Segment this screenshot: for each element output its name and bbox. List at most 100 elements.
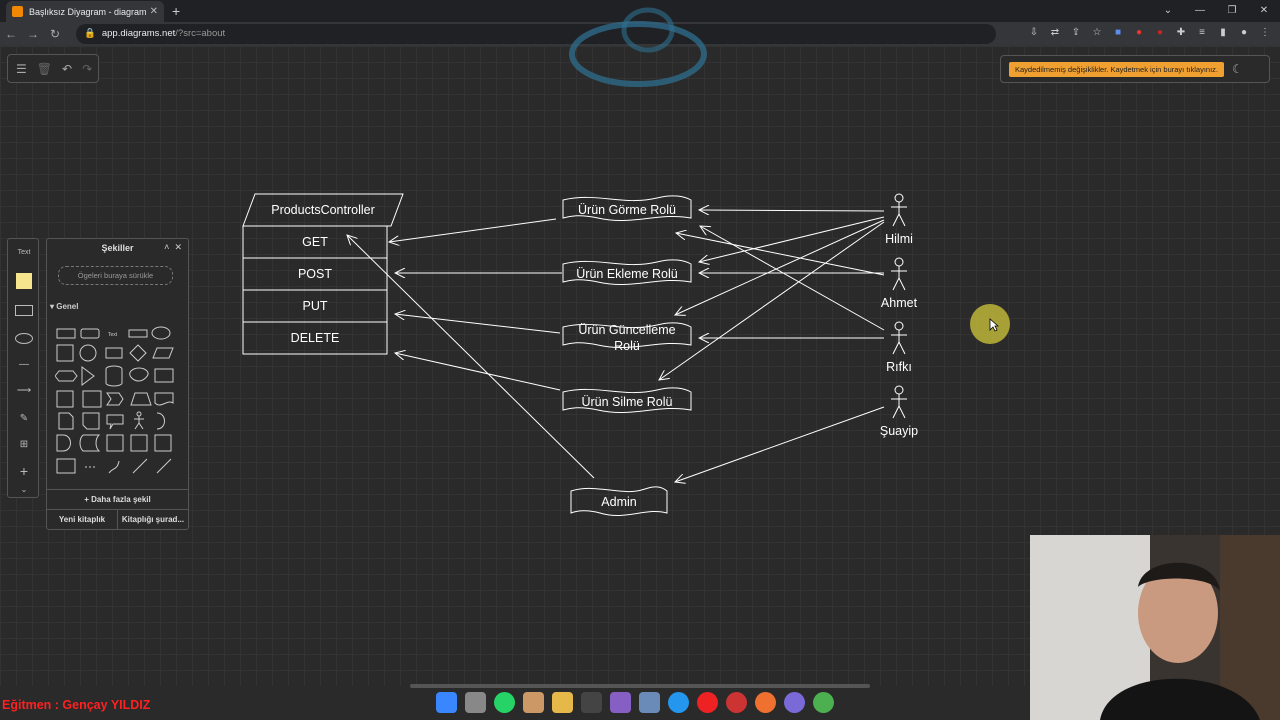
folder-icon[interactable] — [552, 692, 573, 713]
more-menu-icon[interactable]: ⋮ — [1260, 27, 1270, 38]
address-bar[interactable]: 🔒app.diagrams.net/?src=about — [76, 24, 996, 44]
arrow-hilmi-delete[interactable] — [659, 221, 885, 380]
webcam-overlay — [1030, 535, 1280, 720]
arrow-admin-to-controller[interactable] — [347, 235, 595, 479]
open-library-button[interactable]: Kitaplığı şurad... — [121, 515, 185, 524]
unsaved-notice-box: Kaydedilmemiş değişiklikler. Kaydetmek i… — [1000, 55, 1270, 83]
minimize-icon[interactable]: — — [1195, 5, 1205, 16]
visual-studio-icon[interactable] — [610, 692, 631, 713]
more-shapes-button[interactable]: + Daha fazla şekil — [47, 489, 188, 509]
reload-icon[interactable]: ↻ — [49, 27, 61, 41]
arrow-suayip-admin[interactable] — [675, 406, 885, 482]
delete-icon[interactable]: 🗑 — [36, 61, 52, 76]
share-icon[interactable]: ⇪ — [1071, 27, 1081, 38]
record-icon[interactable] — [726, 692, 747, 713]
diagram-canvas[interactable] — [0, 46, 1280, 686]
hamburger-menu-icon[interactable]: ☰ — [16, 61, 27, 76]
download-icon[interactable]: ⇩ — [1029, 27, 1039, 38]
redo-icon[interactable]: ↷ — [82, 61, 93, 76]
opera-icon[interactable] — [697, 692, 718, 713]
taskbar-icons — [436, 692, 834, 713]
ellipse-tool-icon[interactable] — [14, 333, 34, 347]
shapes-panel-title: Şekiller — [101, 243, 134, 253]
arrow-hilmi-view[interactable] — [699, 210, 885, 211]
arrow-hilmi-add[interactable] — [699, 216, 885, 262]
templates-icon[interactable]: ⊞ — [19, 439, 29, 450]
extension-blue-icon[interactable]: ■ — [1114, 27, 1122, 38]
docker-icon[interactable] — [668, 692, 689, 713]
actor-suayip-figure[interactable] — [891, 385, 907, 419]
tab-search-icon[interactable]: ⌄ — [1163, 5, 1173, 16]
new-tab-icon[interactable]: + — [172, 3, 181, 19]
role-view-shape[interactable] — [562, 195, 692, 221]
actor-hilmi-figure[interactable] — [891, 193, 907, 227]
translate-icon[interactable]: ⇄ — [1050, 27, 1060, 38]
actor-ahmet-figure[interactable] — [891, 257, 907, 291]
method-get: GET — [302, 235, 328, 249]
role-update-shape[interactable] — [562, 322, 692, 348]
add-icon[interactable]: + — [19, 463, 29, 479]
actor-rifki-figure[interactable] — [891, 321, 907, 355]
side-panel-icon[interactable]: ▮ — [1220, 27, 1226, 38]
profile-avatar-icon[interactable]: ● — [1240, 27, 1248, 38]
arrow-tool-icon[interactable]: ⟶ — [16, 385, 32, 396]
shape-palette[interactable]: Text — [55, 321, 181, 481]
back-icon[interactable]: ← — [5, 27, 17, 41]
role-delete-label: Ürün Silme Rolü — [581, 395, 673, 409]
delete-method-box[interactable] — [242, 321, 388, 355]
close-window-icon[interactable]: ✕ — [1259, 5, 1269, 16]
undo-icon[interactable]: ↶ — [62, 61, 73, 76]
whatsapp-icon[interactable] — [494, 692, 515, 713]
restore-icon[interactable]: ❐ — [1227, 5, 1237, 16]
toolbar-left: ☰ 🗑 ↶ ↷ — [7, 54, 99, 83]
freehand-tool-icon[interactable]: ✎ — [19, 413, 29, 424]
collapse-icon[interactable]: ⌄ — [20, 485, 28, 494]
close-tab-icon[interactable]: ✕ — [149, 6, 158, 17]
text-tool[interactable]: Text — [17, 249, 31, 256]
role-add-shape[interactable] — [562, 259, 692, 285]
windows-start-icon[interactable] — [436, 692, 457, 713]
extensions-area: ⇩ ⇄ ⇪ ☆ ■ ● ● ✚ ≡ ▮ ● ⋮ — [1025, 24, 1274, 42]
browser-tab[interactable]: Başlıksız Diyagram - diagrams.ne ✕ — [6, 1, 164, 22]
section-general[interactable]: ▾ Genel — [50, 302, 79, 311]
arrow-hilmi-update[interactable] — [675, 219, 885, 315]
app-icon-2[interactable] — [639, 692, 660, 713]
actor-suayip-label: Şuayip — [879, 424, 919, 438]
dark-mode-icon[interactable]: ☾ — [1232, 62, 1243, 76]
watermark-logo-icon — [569, 7, 707, 87]
arrow-ahmet-view[interactable] — [676, 233, 885, 276]
drawio-favicon-icon — [12, 6, 23, 17]
svg-text:Text: Text — [108, 332, 118, 338]
unsaved-changes-button[interactable]: Kaydedilmemiş değişiklikler. Kaydetmek i… — [1009, 61, 1224, 77]
extension-red-icon[interactable]: ● — [1135, 27, 1143, 38]
reading-list-icon[interactable]: ≡ — [1199, 27, 1205, 38]
method-delete: DELETE — [290, 331, 340, 345]
app-icon-4[interactable] — [784, 692, 805, 713]
role-admin-shape[interactable] — [570, 486, 668, 517]
rectangle-tool-icon[interactable] — [14, 305, 34, 319]
puzzle-extensions-icon[interactable]: ✚ — [1176, 27, 1186, 38]
method-post: POST — [297, 267, 333, 281]
arrow-view-to-get[interactable] — [389, 218, 557, 242]
app-icon-1[interactable] — [523, 692, 544, 713]
close-panel-icon[interactable]: ✕ — [174, 242, 182, 252]
bookmark-star-icon[interactable]: ☆ — [1092, 27, 1102, 38]
controller-title: ProductsController — [271, 203, 375, 217]
arrow-delete-to-delete[interactable] — [395, 353, 561, 391]
sticky-note-icon[interactable] — [14, 273, 34, 292]
forward-icon[interactable]: → — [27, 27, 39, 41]
arrow-rifki-view[interactable] — [700, 226, 885, 331]
chrome-icon[interactable] — [813, 692, 834, 713]
adblock-icon[interactable]: ● — [1156, 27, 1164, 38]
line-tool-icon[interactable]: — — [19, 359, 29, 370]
mouse-cursor-icon — [989, 318, 999, 332]
file-explorer-icon[interactable] — [465, 692, 486, 713]
horizontal-scrollbar[interactable] — [410, 684, 870, 688]
terminal-icon[interactable] — [581, 692, 602, 713]
arrow-update-to-put[interactable] — [395, 314, 561, 334]
collapse-panel-icon[interactable]: ˄ — [164, 242, 170, 252]
role-delete-shape[interactable] — [562, 387, 692, 413]
new-library-button[interactable]: Yeni kitaplık — [47, 510, 118, 530]
app-icon-3[interactable] — [755, 692, 776, 713]
drop-zone[interactable]: Ögeleri buraya sürükle — [58, 266, 173, 285]
